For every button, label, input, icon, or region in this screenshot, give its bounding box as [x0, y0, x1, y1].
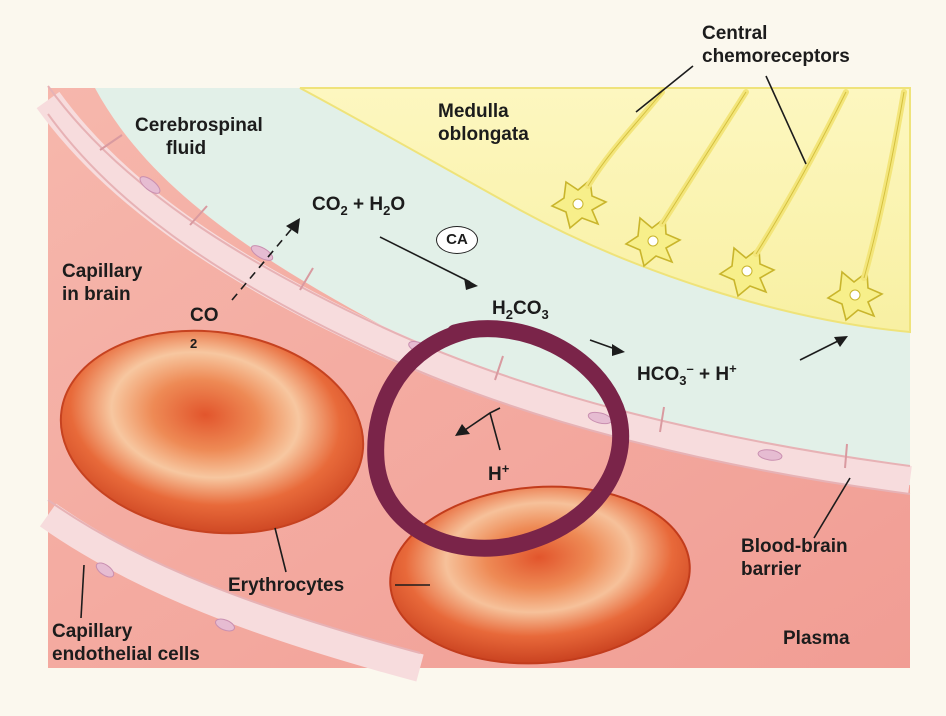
endothelial-wall-edge	[47, 85, 911, 467]
label-capillary-endothelial-cells: Capillary endothelial cells	[52, 621, 200, 665]
neuron-nuclei	[572, 198, 861, 301]
erythrocyte-right	[389, 485, 691, 665]
label-plasma: Plasma	[783, 628, 850, 649]
label-central-chemoreceptors: Central chemoreceptors	[702, 23, 850, 67]
lower-endothelial-nuclei	[95, 562, 235, 632]
lower-endothelial-wall	[39, 503, 424, 682]
endothelial-wall-edge-inner	[47, 113, 911, 495]
species-h-ion: H+	[488, 461, 510, 485]
species-hco3-h: HCO3– + H+	[637, 361, 737, 388]
endothelial-cell-junctions	[99, 134, 848, 469]
arrowheads	[286, 218, 848, 436]
label-medulla-oblongata: Medulla oblongata	[438, 101, 529, 145]
annotation-circle	[367, 320, 630, 557]
label-erythrocytes: Erythrocytes	[228, 575, 345, 596]
species-co2-h2o: CO2 + H2O	[312, 194, 406, 218]
erythrocyte-left	[59, 329, 365, 535]
label-cerebrospinal-fluid: Cerebrospinal fluid	[135, 115, 263, 159]
leader-lines	[80, 65, 851, 619]
label-blood-brain-barrier: Blood-brain barrier	[741, 536, 848, 580]
neuron-axon-outlines	[587, 91, 905, 279]
lower-endothelial-wall-edge	[47, 499, 421, 654]
enzyme-carbonic-anhydrase: CA	[436, 226, 478, 254]
species-h2co3: H2CO3	[492, 298, 549, 322]
endothelial-wall	[36, 91, 912, 494]
label-capillary-in-brain: Capillary in brain	[62, 261, 143, 305]
